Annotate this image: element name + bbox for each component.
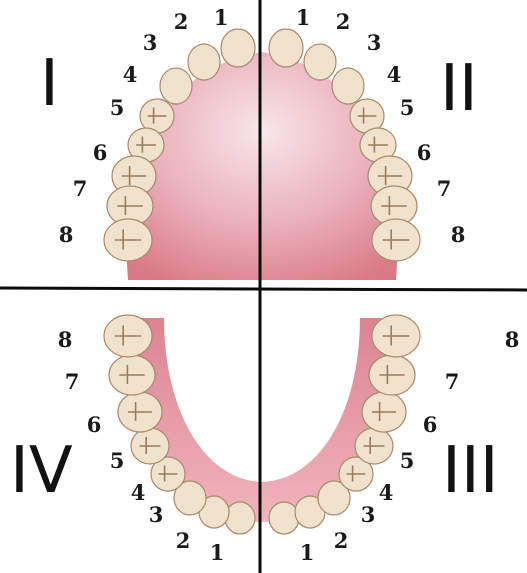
tooth-upper-right-5 — [359, 127, 397, 163]
tooth-number-upper-left-5: 5 — [110, 95, 125, 120]
tooth-lower-left-6 — [117, 391, 163, 433]
tooth-number-upper-left-7: 7 — [73, 176, 88, 201]
tooth-number-lower-right-8: 8 — [505, 327, 520, 352]
lower-gum — [118, 318, 406, 522]
tooth-number-upper-left-6: 6 — [93, 140, 108, 165]
tooth-lower-left-1 — [224, 501, 256, 535]
tooth-upper-left-5 — [127, 127, 165, 163]
tooth-number-lower-left-4: 4 — [131, 480, 146, 505]
tooth-number-lower-left-2: 2 — [176, 528, 191, 553]
tooth-lower-right-5 — [354, 427, 394, 465]
tooth-number-upper-left-3: 3 — [143, 30, 158, 55]
lower-right-teeth — [268, 314, 421, 535]
tooth-number-lower-right-5: 5 — [400, 448, 415, 473]
tooth-number-lower-left-6: 6 — [87, 412, 102, 437]
tooth-number-lower-right-7: 7 — [445, 369, 460, 394]
tooth-number-upper-right-5: 5 — [400, 95, 415, 120]
tooth-number-lower-right-2: 2 — [334, 528, 349, 553]
tooth-number-lower-right-3: 3 — [361, 502, 376, 527]
tooth-lower-right-3 — [317, 480, 351, 516]
tooth-number-upper-left-4: 4 — [123, 62, 138, 87]
tooth-upper-right-2 — [303, 43, 337, 81]
tooth-upper-left-8 — [103, 218, 153, 262]
tooth-lower-right-4 — [338, 456, 374, 492]
quadrant-label-III: III — [442, 434, 499, 508]
horizontal-occlusal-line — [0, 286, 527, 292]
tooth-lower-right-7 — [368, 354, 416, 396]
tooth-upper-right-7 — [370, 185, 418, 227]
tooth-upper-left-3 — [159, 67, 193, 105]
quadrant-label-IV: IV — [10, 434, 73, 508]
tooth-lower-left-3 — [173, 480, 207, 516]
tooth-number-lower-right-4: 4 — [379, 480, 394, 505]
tooth-upper-left-1 — [220, 28, 256, 68]
upper-right-teeth — [268, 28, 421, 262]
lower-left-teeth — [103, 314, 256, 535]
tooth-lower-left-5 — [130, 427, 170, 465]
tooth-number-lower-left-5: 5 — [110, 448, 125, 473]
tooth-number-upper-right-6: 6 — [417, 140, 432, 165]
tooth-number-lower-left-1: 1 — [210, 540, 225, 565]
tooth-number-upper-left-2: 2 — [174, 9, 189, 34]
tooth-lower-right-1 — [268, 501, 300, 535]
tooth-number-upper-right-2: 2 — [336, 9, 351, 34]
tooth-lower-left-8 — [103, 314, 153, 358]
tooth-upper-right-1 — [268, 28, 304, 68]
tooth-lower-right-6 — [361, 391, 407, 433]
tooth-number-lower-left-3: 3 — [149, 502, 164, 527]
tooth-number-lower-right-6: 6 — [423, 412, 438, 437]
tooth-number-lower-left-8: 8 — [58, 327, 73, 352]
tooth-upper-right-8 — [371, 218, 421, 262]
tooth-number-upper-right-4: 4 — [387, 62, 402, 87]
quadrant-label-II: II — [440, 52, 478, 126]
tooth-lower-left-4 — [150, 456, 186, 492]
tooth-lower-left-7 — [108, 354, 156, 396]
tooth-upper-left-2 — [187, 43, 221, 81]
tooth-upper-left-7 — [106, 185, 154, 227]
tooth-number-upper-right-3: 3 — [367, 30, 382, 55]
tooth-number-lower-left-7: 7 — [65, 369, 80, 394]
tooth-lower-right-8 — [371, 314, 421, 358]
quadrant-label-I: I — [40, 47, 59, 121]
tooth-number-lower-right-1: 1 — [300, 540, 315, 565]
tooth-number-upper-right-7: 7 — [437, 176, 452, 201]
upper-left-teeth — [103, 28, 256, 262]
tooth-upper-left-6 — [111, 155, 157, 197]
tooth-number-upper-right-1: 1 — [296, 5, 311, 30]
tooth-upper-right-3 — [331, 67, 365, 105]
tooth-number-upper-left-8: 8 — [59, 222, 74, 247]
upper-palate — [126, 52, 398, 280]
tooth-number-upper-right-8: 8 — [451, 222, 466, 247]
tooth-number-upper-left-1: 1 — [214, 5, 229, 30]
